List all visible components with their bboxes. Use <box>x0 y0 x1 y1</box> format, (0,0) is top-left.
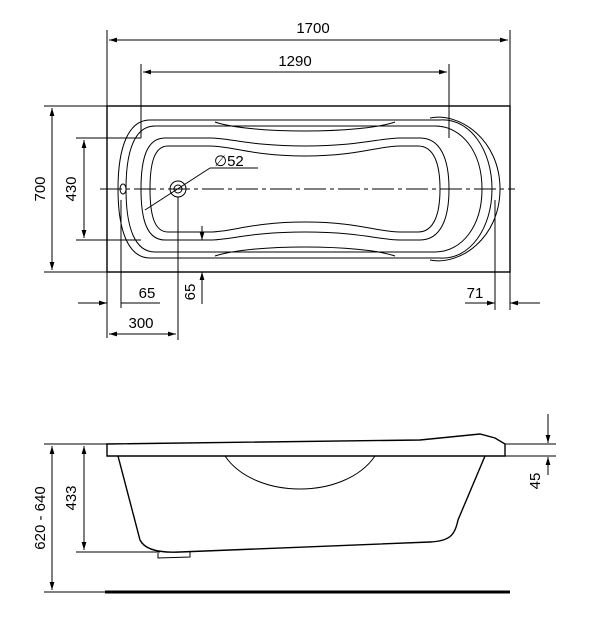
armrest-bottom <box>214 246 396 257</box>
tub-basin-outline <box>140 137 450 241</box>
dim-headrest-offset: 71 <box>467 285 484 302</box>
dim-drain-offset-end: 65 <box>139 285 156 302</box>
dim-rim-thickness: 45 <box>527 473 544 490</box>
dim-overall-length: 1700 <box>296 20 329 37</box>
dim-drain-diameter: ∅52 <box>214 153 244 170</box>
dim-inner-length: 1290 <box>278 53 311 70</box>
dim-drain-offset-side: 65 <box>182 284 199 301</box>
armrest-top <box>214 121 396 132</box>
dim-height-range: 620 - 640 <box>32 486 49 549</box>
tub-rim-side <box>106 433 506 457</box>
side-view: 620 - 640 433 45 <box>32 414 556 594</box>
dim-inner-width: 430 <box>63 176 80 201</box>
dim-overall-width: 700 <box>32 176 49 201</box>
dim-depth: 433 <box>63 485 80 510</box>
top-view: 1700 1290 700 430 ∅52 65 65 300 <box>32 20 540 340</box>
tub-rim-outline <box>117 119 493 259</box>
tub-basin-inner-outline <box>149 145 441 233</box>
tub-rim-inner-outline <box>125 125 483 253</box>
tub-body-side <box>117 455 486 553</box>
dim-drain-position: 300 <box>128 315 153 332</box>
overflow-icon <box>119 183 127 195</box>
